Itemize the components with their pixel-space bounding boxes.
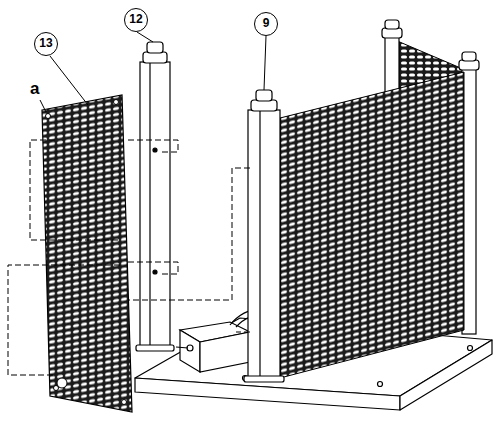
callout-number: 13 [34,32,58,56]
part-letter: a [29,80,40,98]
side-panel [42,95,132,412]
alignment-line [8,140,250,375]
callout-number: 9 [254,12,278,36]
side-panel [280,72,464,378]
callout-number: 12 [124,8,148,32]
post [136,42,174,351]
post [244,90,284,382]
leader-line [40,32,266,112]
